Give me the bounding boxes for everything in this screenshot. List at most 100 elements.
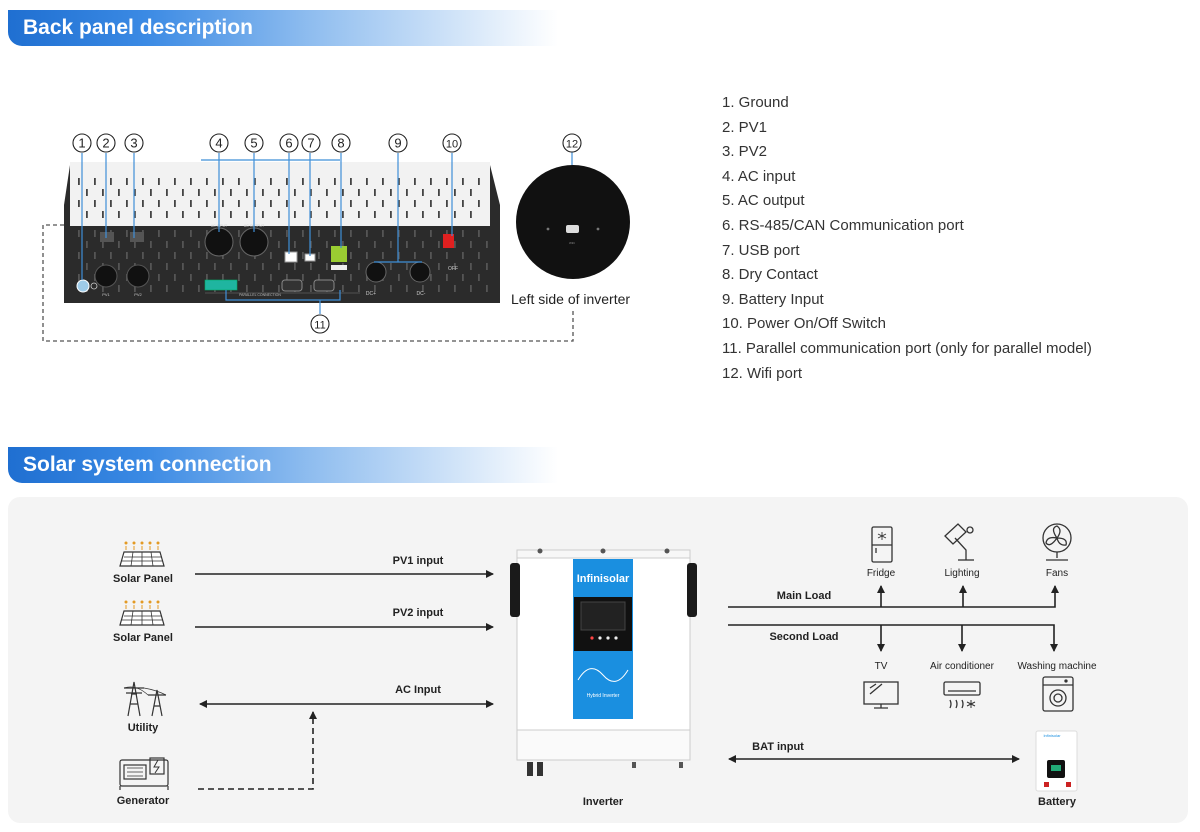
inverter-brand: Infinisolar — [577, 573, 630, 585]
legend-item: 11. Parallel communication port (only fo… — [722, 339, 1092, 357]
ac-input-label: AC Input — [395, 684, 441, 696]
lighting-label: Lighting — [944, 568, 980, 579]
callout-5: 5 — [244, 133, 264, 153]
left-side-screw-1 — [546, 227, 550, 231]
legend-item: 6. RS-485/CAN Communication port — [722, 216, 964, 234]
fans-icon — [1042, 523, 1072, 561]
solar-panel-icon-1 — [119, 541, 165, 567]
washing-machine-icon — [1042, 676, 1074, 712]
left-side-caption: Left side of inverter — [511, 291, 631, 307]
svg-text:11: 11 — [314, 320, 325, 332]
legend-item: 1. Ground — [722, 94, 789, 111]
solar-panel-label-1: Solar Panel — [113, 573, 173, 585]
left-side-screw-2 — [596, 227, 600, 231]
wifi-port — [566, 225, 579, 233]
legend-item: 2. PV1 — [722, 118, 768, 136]
main-load-label: Main Load — [776, 590, 832, 602]
generator-dashed-arrow — [198, 711, 317, 790]
solar-panel-icon-2 — [119, 600, 165, 626]
callout-9: 9 — [388, 133, 408, 153]
svg-text:3: 3 — [130, 136, 137, 151]
pv1-port — [94, 264, 118, 288]
svg-text:7: 7 — [307, 136, 314, 151]
generator-icon — [119, 757, 169, 790]
main-load-line — [728, 585, 1059, 608]
pv2-input-label: PV2 input — [392, 607, 444, 619]
fridge-label: Fridge — [866, 568, 896, 579]
generator-label: Generator — [116, 795, 170, 807]
second-load-label: Second Load — [769, 631, 839, 643]
battery-label: Battery — [1038, 796, 1076, 808]
utility-tower-icon — [123, 681, 167, 717]
callout-leaders — [81, 152, 573, 314]
svg-text:8: 8 — [337, 136, 344, 151]
callout-3: 3 — [124, 133, 144, 153]
svg-text:2: 2 — [102, 136, 109, 151]
legend-item: 7. USB port — [722, 241, 800, 259]
pv1-mark: PV1 — [102, 292, 110, 297]
section-header-back-panel: Back panel description — [8, 10, 558, 46]
washing-machine-label: Washing machine — [1017, 661, 1097, 672]
back-panel-diagram: PV1 PV2 AC INPUT AC OUTPUT PARALLEL CONN… — [42, 133, 630, 342]
air-conditioner-label: Air conditioner — [930, 661, 994, 672]
fans-label: Fans — [1045, 568, 1069, 579]
ground-terminal — [76, 279, 90, 293]
air-conditioner-icon — [943, 681, 981, 709]
legend-item: 3. PV2 — [722, 143, 768, 161]
inverter-unit-icon: Hybrid Inverter — [510, 548, 697, 776]
ground-screw — [90, 282, 98, 290]
parallel-mark: PARALLEL CONNECTION — [239, 293, 281, 297]
svg-text:12: 12 — [566, 139, 578, 151]
dc-pos-mark: DC+ — [366, 291, 376, 297]
pv1-input-label: PV1 input — [392, 555, 444, 567]
callout-11: 11 — [310, 314, 330, 334]
inverter-label: Inverter — [582, 796, 624, 808]
parallel-db9-2 — [313, 279, 335, 292]
battery-unit-icon — [1035, 730, 1078, 792]
battery-brand: Infinisolar — [1043, 733, 1061, 738]
off-mark: OFF — [448, 266, 458, 272]
fridge-icon — [871, 526, 893, 563]
left-side-view — [516, 165, 630, 279]
tv-icon — [863, 681, 899, 709]
solar-panel-label-2: Solar Panel — [113, 632, 173, 644]
vent-slots-top — [78, 178, 480, 218]
svg-text:4: 4 — [215, 136, 222, 151]
callout-10: 10 — [442, 133, 462, 153]
bat-input-label: BAT input — [752, 741, 804, 753]
svg-text:5: 5 — [250, 136, 257, 151]
svg-text:9: 9 — [394, 136, 401, 151]
power-switch — [443, 234, 454, 248]
dry-contact-port — [331, 246, 347, 262]
pv2-mark: PV2 — [134, 292, 142, 297]
svg-text:Hybrid Inverter: Hybrid Inverter — [587, 693, 620, 699]
utility-label: Utility — [127, 722, 159, 734]
pv1-connector — [100, 232, 114, 242]
svg-text:10: 10 — [446, 139, 458, 151]
legend-item: 10. Power On/Off Switch — [722, 315, 886, 333]
dashed-link-line — [42, 224, 574, 342]
svg-text:6: 6 — [285, 136, 292, 151]
callout-4: 4 — [209, 133, 229, 153]
second-load-line — [728, 624, 1058, 652]
legend-item: 8. Dry Contact — [722, 266, 818, 284]
legend-item: 9. Battery Input — [722, 290, 824, 308]
callout-2: 2 — [96, 133, 116, 153]
callout-8: 8 — [331, 133, 351, 153]
dc-neg-mark: DC- — [417, 291, 426, 297]
section-header-solar-connection: Solar system connection — [8, 447, 558, 483]
callout-6: 6 — [279, 133, 299, 153]
svg-text:WiFi: WiFi — [569, 241, 575, 245]
pv2-port — [126, 264, 150, 288]
rs485-port — [284, 251, 298, 263]
lighting-icon — [944, 523, 974, 561]
callout-7: 7 — [301, 133, 321, 153]
svg-text:1: 1 — [78, 136, 85, 151]
parallel-db9-1 — [281, 279, 303, 292]
legend-item: 12. Wifi port — [722, 364, 803, 382]
parallel-port-block — [204, 279, 238, 291]
pv2-connector — [130, 232, 144, 242]
